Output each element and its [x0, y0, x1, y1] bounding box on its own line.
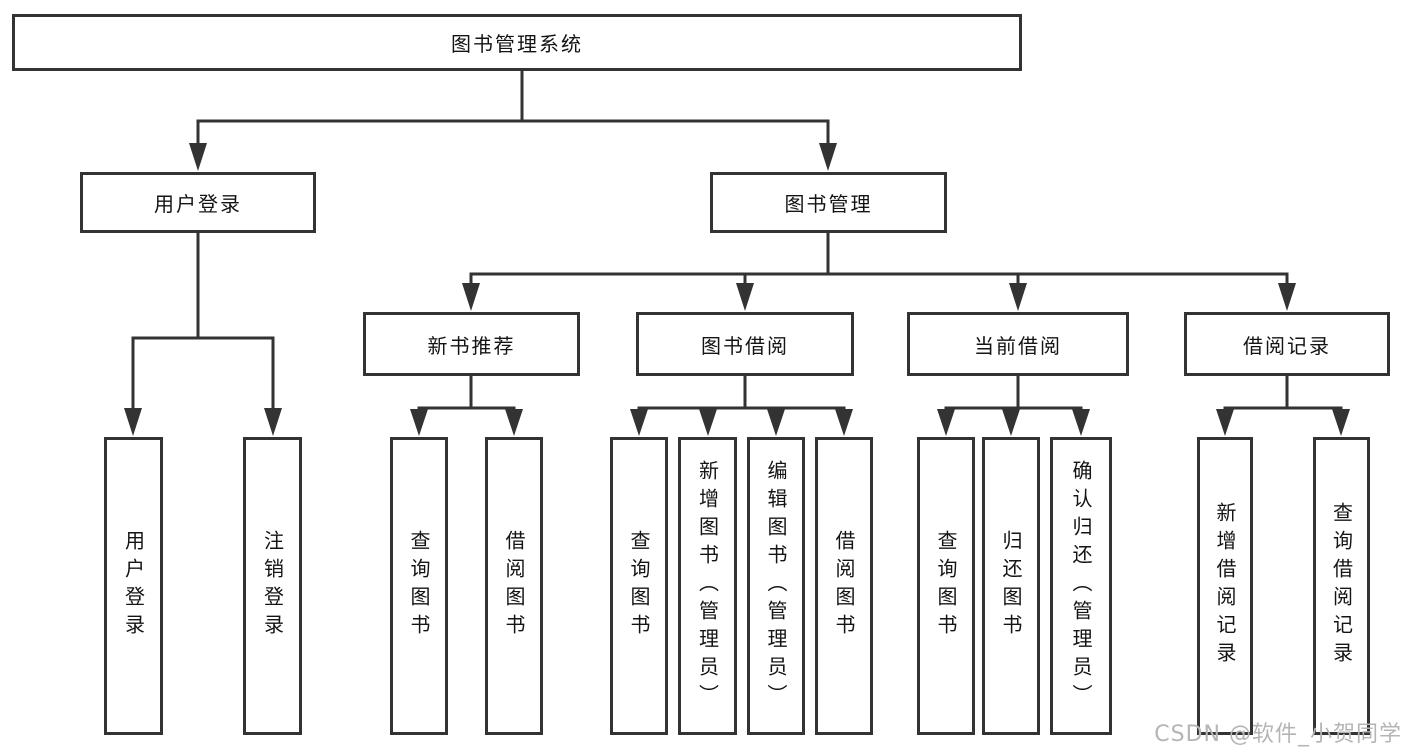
node-borrow-records: 借阅记录 — [1184, 312, 1390, 376]
node-leaf-query-books-recommend: 查询图书 — [390, 437, 448, 735]
node-leaf-edit-books-admin: 编辑图书（管理员） — [747, 437, 805, 735]
node-leaf-borrow-books-recommend: 借阅图书 — [485, 437, 543, 735]
node-library-system: 图书管理系统 — [12, 14, 1022, 71]
node-current-borrow: 当前借阅 — [907, 312, 1129, 376]
node-leaf-query-books-borrow: 查询图书 — [610, 437, 668, 735]
node-leaf-confirm-return-admin: 确认归还（管理员） — [1050, 437, 1112, 735]
node-leaf-borrow-books: 借阅图书 — [815, 437, 873, 735]
node-leaf-query-borrow-record: 查询借阅记录 — [1313, 437, 1370, 735]
csdn-watermark: CSDN @软件_小贺同学 — [1154, 722, 1402, 747]
node-book-management: 图书管理 — [710, 172, 947, 233]
node-new-book-recommend: 新书推荐 — [363, 312, 580, 376]
node-book-borrow: 图书借阅 — [636, 312, 854, 376]
node-user-login: 用户登录 — [80, 172, 316, 233]
node-leaf-query-books-current: 查询图书 — [917, 437, 975, 735]
node-leaf-user-login: 用户登录 — [104, 437, 163, 735]
node-leaf-logout-login: 注销登录 — [243, 437, 302, 735]
node-leaf-return-books: 归还图书 — [982, 437, 1040, 735]
node-leaf-add-borrow-record: 新增借阅记录 — [1197, 437, 1253, 735]
node-leaf-add-books-admin: 新增图书（管理员） — [678, 437, 737, 735]
